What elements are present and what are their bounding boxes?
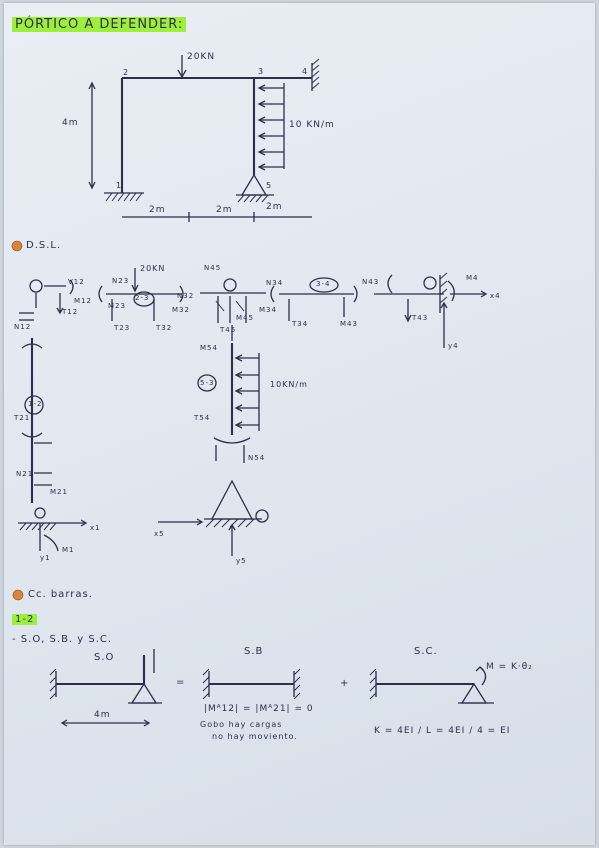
- page-title: PÓRTICO A DEFENDER:: [12, 17, 187, 32]
- so-sb-sc-sketches: [49, 649, 494, 727]
- dsl-label-y5: y5: [236, 557, 247, 565]
- so-label: S.O: [94, 652, 115, 663]
- dsl-label-m34: M34: [259, 306, 277, 314]
- dsl-label-m1: M1: [62, 546, 75, 554]
- dsl-label-m45: M45: [236, 314, 254, 322]
- dsl-label-y1: y1: [40, 554, 51, 562]
- sb-note-1: Gobo hay cargas: [200, 720, 283, 729]
- dsl-bar-label-53: 5-3: [200, 379, 215, 387]
- height-label: 4m: [62, 118, 79, 128]
- span-length-label: 4m: [94, 710, 111, 720]
- dsl-label-x5: x5: [154, 530, 165, 538]
- dsl-label-t12: T12: [62, 308, 79, 316]
- dsl-label-n12: N12: [14, 323, 32, 331]
- free-body-diagrams: [18, 268, 488, 556]
- node-label-1: 1: [116, 181, 123, 190]
- dsl-label-x1: x1: [90, 524, 101, 532]
- dsl-label-m12: M12: [74, 297, 92, 305]
- dsl-label-n43: N43: [362, 278, 380, 286]
- dsl-label-t43: T43: [412, 314, 429, 322]
- dsl-label-t54: T54: [194, 414, 211, 422]
- notebook-page: PÓRTICO A DEFENDER:: [4, 3, 595, 845]
- dsl-label-t45: T45: [220, 326, 237, 334]
- plus-sign: +: [340, 678, 350, 689]
- sb-note-2: no hay moviento.: [212, 732, 298, 741]
- node-label-4: 4: [302, 67, 309, 76]
- dsl-label-y4: y4: [448, 342, 459, 350]
- dsl-bar-label-12: 1-2: [28, 400, 43, 408]
- dsl-label-n32: N32: [177, 292, 195, 300]
- node-label-3: 3: [258, 67, 265, 76]
- dsl-bar-label-23: 2-3: [135, 294, 150, 302]
- dsl-label-m23: M23: [108, 302, 126, 310]
- span-label-2: 2m: [216, 205, 233, 215]
- dsl-label-x4: x4: [490, 292, 501, 300]
- sb-label: S.B: [244, 646, 264, 657]
- dsl-label-m32: M32: [172, 306, 190, 314]
- sc-label: S.C.: [414, 646, 438, 657]
- dsl-label-t34: T34: [292, 320, 309, 328]
- point-load-label: 20KN: [187, 52, 216, 62]
- section-line: - S.O, S.B. y S.C.: [12, 634, 113, 645]
- section-tag: 1-2: [12, 614, 38, 625]
- span-label-3: 2m: [266, 202, 283, 212]
- frame-diagram: [88, 55, 320, 222]
- dsl-label-v12: V12: [68, 278, 85, 286]
- equals-sign: =: [176, 677, 186, 688]
- node-label-2: 2: [123, 68, 130, 77]
- dsl-label-t23: T23: [114, 324, 131, 332]
- dsl-label-n23: N23: [112, 277, 130, 285]
- dsl-label-n21: N21: [16, 470, 34, 478]
- dsl-label-t32: T32: [156, 324, 173, 332]
- dsl-label-n34: N34: [266, 279, 284, 287]
- node-label-5: 5: [266, 181, 273, 190]
- dsl-point-load: 20KN: [140, 264, 166, 273]
- dist-load-label: 10 KN/m: [289, 120, 335, 130]
- sc-moment: M = K·θ₂: [486, 662, 533, 672]
- dsl-label-m21: M21: [50, 488, 68, 496]
- drawing-canvas: [11, 55, 494, 727]
- dsl-label-m4: M4: [466, 274, 479, 282]
- dsl-label-m43: M43: [340, 320, 358, 328]
- cc-heading: Cc. barras.: [28, 589, 93, 600]
- dsl-label-n45: N45: [204, 264, 222, 272]
- dsl-dist-load: 10KN/m: [270, 380, 308, 389]
- dsl-label-n54: N54: [248, 454, 266, 462]
- dsl-label-m54: M54: [200, 344, 218, 352]
- sb-formula: |Mᴬ12| = |Mᴬ21| = 0: [204, 704, 314, 714]
- dsl-label-t21: T21: [14, 414, 31, 422]
- dsl-heading: D.S.L.: [26, 240, 62, 251]
- dsl-bar-label-34: 3-4: [316, 280, 331, 288]
- k-formula: K = 4EI / L = 4EI / 4 = EI: [374, 726, 511, 736]
- span-label-1: 2m: [149, 205, 166, 215]
